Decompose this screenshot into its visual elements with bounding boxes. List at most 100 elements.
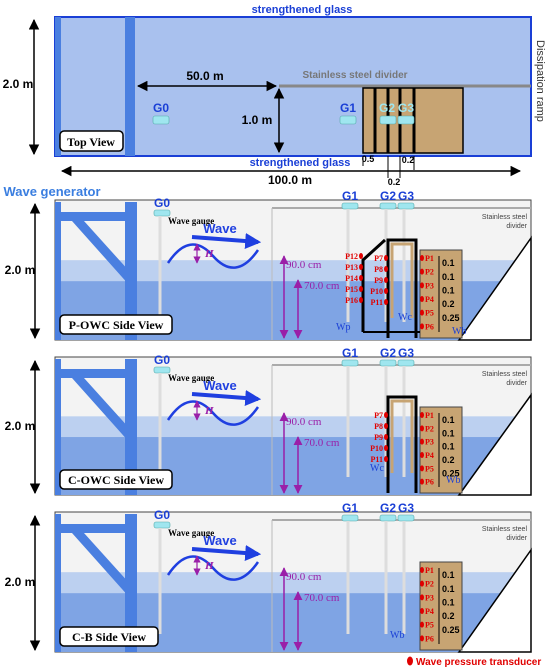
top-ramp-label: Dissipation ramp	[534, 40, 546, 122]
top-gauge-g0-label: G0	[153, 101, 169, 115]
spacing-label-4: 0.25	[442, 313, 460, 323]
spacing-label-2: 0.1	[442, 286, 455, 296]
transducer-p8-label: P8	[374, 265, 383, 274]
transducer-p5-label: P5	[425, 621, 434, 630]
spacing-label-1: 0.1	[442, 428, 455, 438]
h-label: H	[204, 560, 214, 572]
wave-curve	[166, 400, 260, 426]
transducer-p1	[420, 567, 424, 573]
owc-chamber	[386, 395, 418, 493]
transducer-p6-label: P6	[425, 478, 434, 487]
gap-02a-label: 0.2	[402, 155, 415, 165]
wave-gauge-label: Wave gauge	[168, 216, 214, 226]
wave-curve	[166, 243, 260, 269]
transducer-p12	[359, 253, 363, 259]
transducer-p3	[420, 282, 424, 289]
spacing-label-1: 0.1	[442, 272, 455, 282]
gauge-g3-label: G3	[398, 346, 414, 360]
transducer-p4-label: P4	[425, 295, 434, 304]
view-label: C-OWC Side View	[68, 473, 164, 487]
top-view-label-box	[59, 130, 124, 152]
height-label: 2.0 m	[5, 575, 36, 589]
transducer-p13-label: P13	[345, 263, 358, 272]
transducer-p9-label: P9	[374, 433, 383, 442]
w-label-wb: Wb	[390, 630, 404, 641]
transducer-p11	[384, 299, 388, 305]
transducer-p7	[384, 412, 388, 418]
top-glass-label: strengthened glass	[252, 4, 353, 16]
owc-chamber-inner	[390, 242, 414, 318]
gauge-g0	[153, 366, 171, 374]
top-dist-1-label: 1.0 m	[242, 113, 273, 127]
transducer-p1-label: P1	[425, 411, 434, 420]
owc-chamber-inner	[390, 399, 414, 473]
transducer-p1-label: P1	[425, 566, 434, 575]
top-gauge-g0	[152, 115, 170, 125]
top-height-label: 2.0 m	[3, 77, 34, 91]
transducer-p16	[359, 297, 363, 303]
spacing-label-0: 0.1	[442, 570, 455, 580]
gauge-g3	[397, 514, 415, 522]
gauge-g0-label: G0	[154, 196, 170, 210]
transducer-p4-label: P4	[425, 451, 434, 460]
transducer-p3-label: P3	[425, 438, 434, 447]
transducer-p2	[420, 268, 424, 275]
transducer-p16-label: P16	[345, 296, 358, 305]
gauge-g3	[397, 359, 415, 367]
gauge-g3-label: G3	[398, 501, 414, 515]
transducer-p3-label: P3	[425, 281, 434, 290]
divider-label-1: Stainless steel	[482, 526, 528, 533]
gauge-g1	[341, 202, 359, 210]
transducer-p5-label: P5	[425, 309, 434, 318]
top-gauge-g2	[379, 115, 397, 125]
depth-90-label: 90.0 cm	[286, 259, 322, 271]
transducer-p10	[384, 445, 388, 451]
transducer-p2	[420, 425, 424, 432]
spacing-label-2: 0.1	[442, 598, 455, 608]
gauge-g2-label: G2	[380, 346, 396, 360]
transducer-p11-label: P11	[371, 455, 383, 464]
legend-label: Wave pressure transducer	[416, 657, 541, 668]
transducer-p3	[420, 594, 424, 601]
wave-curve	[166, 555, 260, 581]
wave-generator-frame	[55, 514, 137, 652]
transducer-p15-label: P15	[345, 285, 358, 294]
gauge-g3	[397, 202, 415, 210]
dissipation-ramp	[457, 392, 532, 496]
transducer-p3-label: P3	[425, 593, 434, 602]
owc-chamber	[386, 238, 418, 338]
top-gauge-g2-label: G2	[379, 101, 395, 115]
transducer-p6-label: P6	[425, 322, 434, 331]
transducer-p10-label: P10	[370, 287, 383, 296]
wave-label: Wave	[203, 533, 236, 548]
spacing-label-0: 0.1	[442, 258, 455, 268]
dissipation-ramp	[457, 235, 532, 341]
gauge-g1	[341, 514, 359, 522]
transducer-p7	[384, 255, 388, 261]
top-left-wall	[55, 17, 61, 156]
h-label: H	[204, 405, 214, 417]
transducer-p3	[420, 438, 424, 445]
spacing-label-1: 0.1	[442, 584, 455, 594]
top-divider-label: Stainless steel divider	[302, 70, 407, 81]
transducer-p9-label: P9	[374, 276, 383, 285]
transducer-p9	[384, 277, 388, 283]
gauge-g3-label: G3	[398, 189, 414, 203]
depth-70-label: 70.0 cm	[304, 437, 340, 449]
transducer-p6	[420, 635, 424, 642]
wave-arrow	[191, 545, 262, 562]
gap-02b-label: 0.2	[388, 177, 401, 187]
back-wall	[419, 249, 463, 339]
wave-label: Wave	[203, 378, 236, 393]
top-view-label: Top View	[67, 135, 115, 149]
top-gauge-g1	[339, 115, 357, 125]
height-label: 2.0 m	[5, 419, 36, 433]
gap-05-label: 0.5	[362, 154, 375, 164]
transducer-p7-label: P7	[374, 411, 383, 420]
w-label-wb: Wb	[452, 326, 466, 337]
legend-transducer-icon	[407, 656, 413, 666]
h-label: H	[204, 248, 214, 260]
transducer-p2-label: P2	[425, 424, 434, 433]
